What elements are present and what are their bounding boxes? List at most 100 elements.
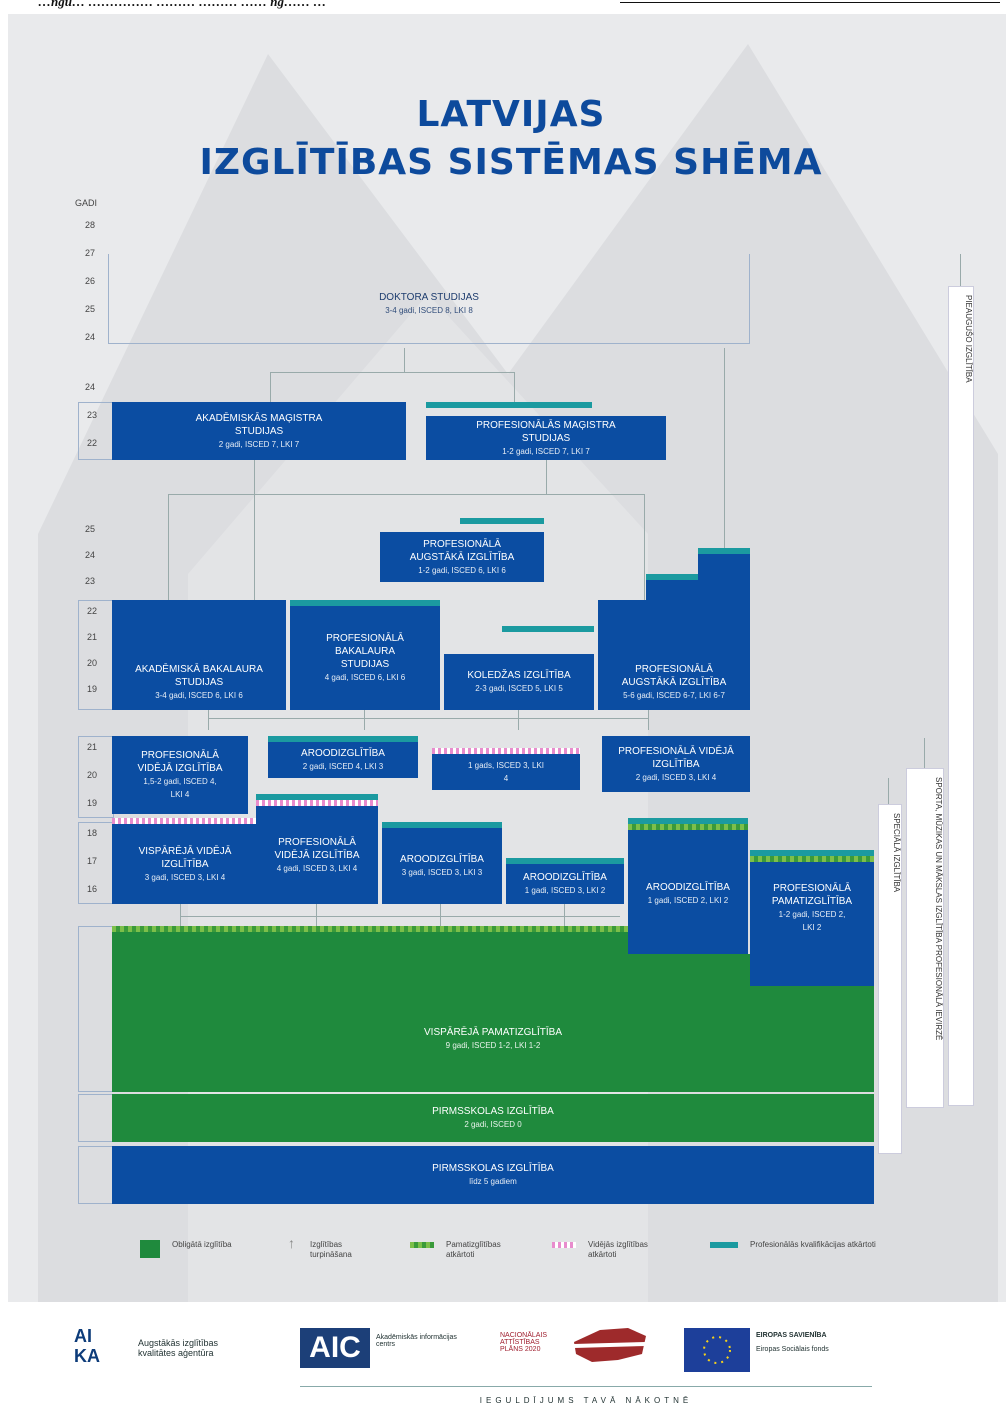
flow-line — [208, 718, 648, 719]
prof-higher-long-title: PROFESIONĀLĀ AUGSTĀKĀ IZGLĪTĪBA — [621, 664, 727, 688]
flow-line — [960, 254, 961, 286]
legend-swatch-secondary-repeat — [552, 1242, 576, 1248]
prof-secondary-b-title: PROFESIONĀLĀ VIDĒJĀ IZGLĪTĪBA — [618, 745, 734, 770]
year-21b: 21 — [86, 742, 97, 752]
vocational-c-box: AROODIZGLĪTĪBA 1 gadi, ISCED 3, LKI 2 — [506, 864, 624, 904]
flow-line — [180, 916, 620, 917]
one-year-box: 1 gads, ISCED 3, LKI 4 — [432, 754, 580, 790]
general-basic-stripe — [112, 926, 628, 932]
preschool-b-title: PIRMSSKOLAS IZGLĪTĪBA — [432, 1163, 554, 1174]
preschool-b-frame — [78, 1146, 114, 1204]
vocational-b-stripe — [382, 822, 502, 828]
flow-line — [724, 348, 725, 548]
preschool-a-frame — [78, 1094, 114, 1142]
academic-bachelor-sub: 3-4 gadi, ISCED 6, LKI 6 — [155, 691, 243, 700]
legend-label-continuation: Izglītības turpināšana — [310, 1240, 352, 1259]
academic-bachelor-title: AKADĒMISKĀ BAKALAURA STUDIJAS — [135, 664, 263, 688]
preschool-b-sub: līdz 5 gadiem — [469, 1177, 517, 1186]
flow-line — [514, 372, 515, 402]
prof-secondary-c-box: PROFESIONĀLĀ VIDĒJĀ IZGLĪTĪBA 4 gadi, IS… — [256, 806, 378, 904]
vocational-b-title: AROODIZGLĪTĪBA — [400, 854, 484, 865]
year-24c: 24 — [84, 550, 95, 560]
year-22b: 22 — [86, 606, 97, 616]
flow-line — [316, 904, 317, 926]
aika-logo: AI KA — [74, 1326, 100, 1366]
year-19: 19 — [86, 684, 97, 694]
cropped-underline — [620, 2, 1000, 3]
vocational-c-sub: 1 gadi, ISCED 3, LKI 2 — [524, 886, 606, 895]
flow-line — [924, 738, 925, 768]
years-axis-label: GADI — [74, 198, 97, 208]
doctoral-title: DOKTORA STUDIJAS — [379, 292, 479, 303]
academic-bachelor-box: AKADĒMISKĀ BAKALAURA STUDIJAS 3-4 gadi, … — [112, 600, 286, 710]
special-education-bar: SPECIĀLĀ IZGLĪTĪBA — [878, 804, 902, 1154]
general-basic-sub: 9 gadi, ISCED 1-2, LKI 1-2 — [445, 1041, 541, 1050]
flow-line — [644, 494, 645, 600]
flow-line — [564, 904, 565, 926]
flow-line — [168, 494, 644, 495]
prof-master-title: PROFESIONĀLĀS MAĢISTRA STUDIJAS — [476, 419, 616, 444]
cropped-header-text: …ngū… …………… ……… ……… …… ng…… … — [38, 0, 327, 9]
flow-line — [888, 778, 889, 804]
doctoral-studies-box: DOKTORA STUDIJAS 3-4 gadi, ISCED 8, LKI … — [112, 284, 746, 324]
basic-frame — [78, 926, 114, 1092]
legend-swatch-compulsory — [140, 1240, 160, 1258]
preschool-a-sub: 2 gadi, ISCED 0 — [464, 1120, 522, 1129]
prof-secondary-a-title: PROFESIONĀLĀ VIDĒJĀ IZGLĪTĪBA — [137, 750, 223, 774]
prof-secondary-c-stripe2 — [256, 800, 378, 806]
eu-flag-icon — [684, 1328, 750, 1372]
prof-secondary-a-box: PROFESIONĀLĀ VIDĒJĀ IZGLĪTĪBA 1,5-2 gadi… — [112, 736, 248, 814]
general-secondary-box: VISPĀRĒJĀ VIDĒJĀ IZGLĪTĪBA 3 gadi, ISCED… — [112, 824, 258, 904]
legend-swatch-prof-repeat — [710, 1242, 738, 1248]
year-23b: 23 — [84, 576, 95, 586]
vocational-c-title: AROODIZGLĪTĪBA — [523, 872, 607, 883]
title-line-2: IZGLĪTĪBAS SISTĒMAS SHĒMA — [199, 142, 823, 183]
legend-label-secondary-repeat: Vidējās izglītības atkārtoti — [588, 1240, 648, 1259]
college-box: KOLEDŽAS IZGLĪTĪBA 2-3 gadi, ISCED 5, LK… — [444, 654, 594, 710]
flow-line — [168, 494, 169, 600]
year-20b: 20 — [86, 770, 97, 780]
academic-master-sub: 2 gadi, ISCED 7, LKI 7 — [218, 439, 300, 449]
eu-title: EIROPAS SAVIENĪBA — [756, 1332, 827, 1339]
aic-logo: AIC — [300, 1328, 370, 1368]
prof-bachelor-title: PROFESIONĀLĀ BAKALAURA STUDIJAS — [326, 633, 404, 670]
legend-label-prof-repeat: Profesionālās kvalifikācijas atkārtoti — [750, 1240, 876, 1249]
year-22: 22 — [86, 438, 97, 448]
education-scheme-poster: LATVIJAS IZGLĪTĪBAS SISTĒMAS SHĒMA GADI … — [8, 14, 1006, 1302]
prof-basic-stripe2 — [750, 856, 874, 862]
general-basic-title: VISPĀRĒJĀ PAMATIZGLĪTĪBA — [424, 1027, 562, 1038]
flow-line — [270, 372, 514, 373]
general-secondary-sub: 3 gadi, ISCED 3, LKI 4 — [144, 872, 226, 882]
year-20: 20 — [86, 658, 97, 668]
year-25b: 25 — [84, 524, 95, 534]
vocational-a-title: AROODIZGLĪTĪBA — [301, 748, 385, 759]
arrow-up-icon: ↑ — [288, 1235, 295, 1251]
vocational-d-box: AROODIZGLĪTĪBA 1 gadi, ISCED 2, LKI 2 — [628, 830, 748, 958]
vocational-a-stripe — [268, 736, 418, 742]
prof-secondary-b-sub: 2 gadi, ISCED 3, LKI 4 — [635, 772, 717, 782]
prof-higher-short-title: PROFESIONĀLĀ AUGSTĀKĀ IZGLĪTĪBA — [409, 538, 515, 563]
prof-bachelor-stripe — [290, 600, 440, 606]
prof-basic-title: PROFESIONĀLĀ PAMATIZGLĪTĪBA — [771, 883, 853, 907]
prof-secondary-c-sub: 4 gadi, ISCED 3, LKI 4 — [276, 863, 358, 873]
prof-basic-box: PROFESIONĀLĀ PAMATIZGLĪTĪBA 1-2 gadi, IS… — [750, 862, 874, 986]
preschool-a-title: PIRMSSKOLAS IZGLĪTĪBA — [432, 1106, 554, 1117]
academic-master-title: AKADĒMISKĀS MAĢISTRA STUDIJAS — [195, 412, 323, 437]
year-21: 21 — [86, 632, 97, 642]
general-secondary-stripe — [112, 818, 258, 824]
vocational-a-box: AROODIZGLĪTĪBA 2 gadi, ISCED 4, LKI 3 — [268, 742, 418, 778]
year-28: 28 — [84, 220, 95, 230]
college-title: KOLEDŽAS IZGLĪTĪBA — [467, 670, 571, 681]
preschool-a-box: PIRMSSKOLAS IZGLĪTĪBA 2 gadi, ISCED 0 — [112, 1094, 874, 1142]
year-25: 25 — [84, 304, 95, 314]
year-17: 17 — [86, 856, 97, 866]
flow-line — [648, 710, 649, 730]
flow-line — [254, 460, 255, 600]
vocational-d-sub: 1 gadi, ISCED 2, LKI 2 — [647, 896, 729, 905]
footer-slogan: IEGULDĪJUMS TAVĀ NĀKOTNĒ — [479, 1396, 693, 1405]
footer-divider — [300, 1386, 872, 1387]
prof-higher-long-box: PROFESIONĀLĀ AUGSTĀKĀ IZGLĪTĪBA 5-6 gadi… — [598, 600, 750, 710]
general-basic-mid — [112, 954, 750, 986]
year-24b: 24 — [84, 382, 95, 392]
vocational-d-stripe2 — [628, 824, 748, 830]
